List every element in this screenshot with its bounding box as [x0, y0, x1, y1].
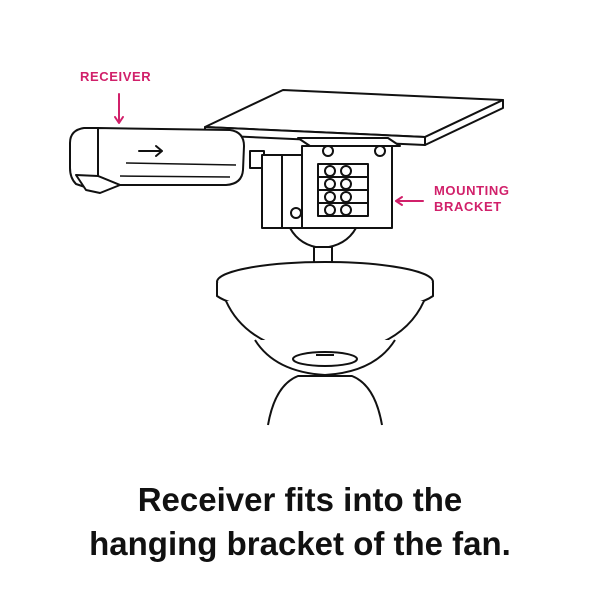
receiver-callout-label: RECEIVER — [80, 69, 152, 84]
caption: Receiver fits into the hanging bracket o… — [0, 478, 600, 566]
mounting-bracket-callout-label: MOUNTING BRACKET — [434, 183, 510, 215]
ceiling-plate — [204, 89, 504, 146]
right-arrow-icon — [138, 145, 163, 157]
mounting-bracket-callout-line-1: MOUNTING — [434, 183, 510, 198]
mounting-bracket-callout-line-2: BRACKET — [434, 199, 502, 214]
fan-housing — [216, 261, 434, 426]
arrow-left-icon — [395, 196, 424, 206]
mounting-bracket — [249, 137, 401, 229]
arrow-down-icon — [114, 93, 124, 124]
receiver — [69, 127, 245, 194]
caption-line-1: Receiver fits into the — [137, 481, 463, 518]
caption-line-2: hanging bracket of the fan. — [89, 525, 511, 562]
